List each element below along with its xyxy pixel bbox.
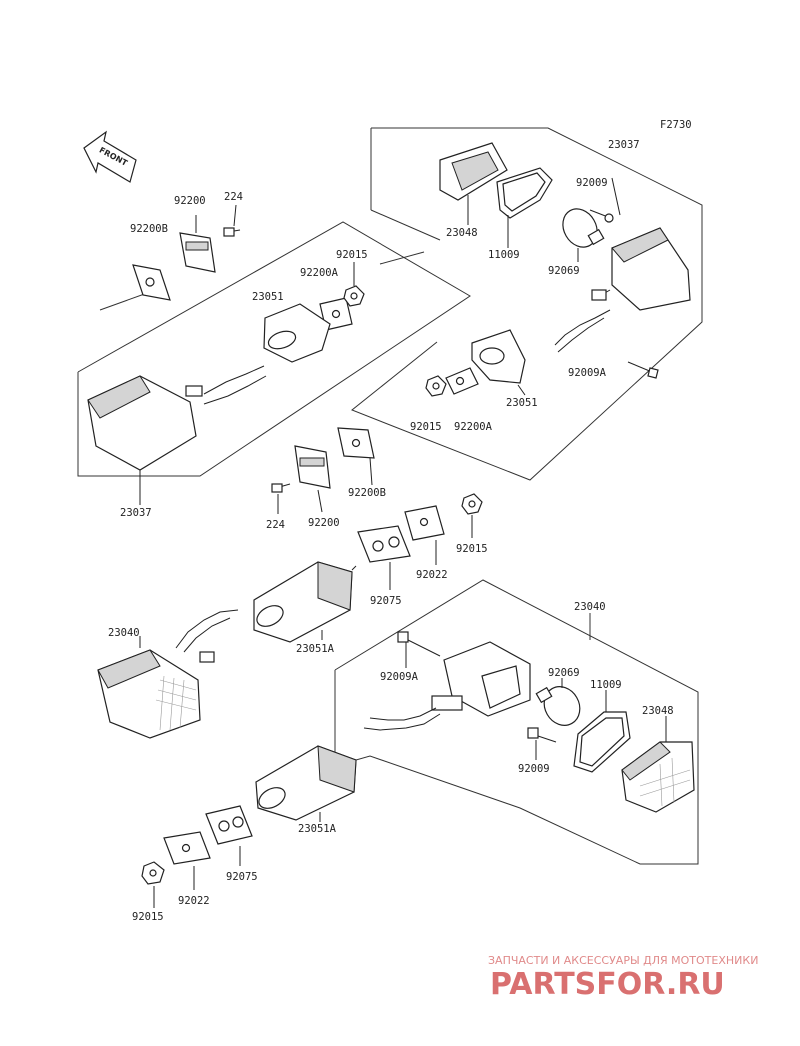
watermark-brand: PARTSFOR.RU: [490, 967, 725, 1002]
bolt-224-mid: [271, 483, 291, 514]
figure-code: F2730: [660, 119, 692, 131]
callout-23051A-mid: 23051A: [296, 643, 335, 655]
housing-23037-upper: [554, 177, 691, 353]
callout-92015-mid: 92015: [336, 249, 368, 261]
callout-23051-upper: 23051: [506, 397, 538, 409]
callout-92015-upper: 92015: [410, 421, 442, 433]
callout-224-upper: 224: [224, 191, 243, 203]
callout-92009A-lower: 92009A: [380, 671, 419, 683]
callout-92009-lower: 92009: [518, 763, 550, 775]
callout-23051-mid: 23051: [252, 291, 284, 303]
signal-23040-left: [97, 609, 239, 739]
callout-92200A-mid: 92200A: [300, 267, 339, 279]
lens-23048-upper: [439, 142, 508, 225]
frame-upper-right: [351, 127, 703, 481]
callout-23040-lower: 23040: [574, 601, 606, 613]
callout-92200B-mid: 92200B: [348, 487, 386, 499]
frame-upper-left: [77, 221, 471, 477]
frame-lower-right: [334, 579, 699, 865]
callout-92075-mid: 92075: [370, 595, 402, 607]
nut-92015-lower: [141, 861, 165, 908]
stay-23051A-mid: [253, 561, 357, 643]
plate-92200B-upper: [132, 264, 171, 301]
stay-23051A-lower: [255, 745, 357, 822]
lens-grid-lower: [639, 757, 691, 807]
housing-23037-left: [87, 365, 267, 505]
bulb-92069-upper: [562, 208, 605, 262]
callout-92009A-upper: 92009A: [568, 367, 607, 379]
bulb-92069-lower: [535, 678, 581, 726]
lens-23048-lower: [621, 716, 695, 813]
bracket-23051-mid: [263, 303, 331, 363]
nut-92015-right: [461, 493, 483, 538]
callout-23048-upper: 23048: [446, 227, 478, 239]
screw-92009-lower: [527, 727, 557, 760]
damper-92075-lower: [205, 805, 253, 866]
bracket-92200-mid: [294, 445, 331, 513]
nut-92015-mid: [343, 262, 365, 307]
damper-92075-mid: [357, 525, 411, 590]
callout-92200-mid: 92200: [308, 517, 340, 529]
callout-11009-lower: 11009: [590, 679, 622, 691]
lens-grid-left: [155, 675, 197, 731]
callout-23040-left: 23040: [108, 627, 140, 639]
screw-92009-upper: [589, 209, 614, 223]
callout-92022-lower: 92022: [178, 895, 210, 907]
nut-92015-upper: [425, 375, 447, 397]
callout-92069-lower: 92069: [548, 667, 580, 679]
callout-23037-left: 23037: [120, 507, 152, 519]
callout-23051A-lower: 23051A: [298, 823, 337, 835]
gasket-11009-upper: [496, 167, 553, 248]
plate-92022-mid: [404, 505, 445, 565]
callout-92009-upper: 92009: [576, 177, 608, 189]
callout-92200B-upper: 92200B: [130, 223, 168, 235]
watermark-tagline: ЗАПЧАСТИ И АКСЕССУАРЫ ДЛЯ МОТОТЕХНИКИ: [488, 954, 758, 967]
screw-92009A-upper: [627, 361, 659, 379]
plate-92022-lower: [163, 831, 211, 890]
callout-23037-upper: 23037: [608, 139, 640, 151]
bracket-23051-upper: [471, 329, 526, 396]
plate-92200A-upper: [445, 367, 479, 395]
bolt-224-upper: [223, 204, 241, 237]
screw-92009A-lower: [397, 631, 441, 668]
plate-92200B-mid: [337, 427, 375, 486]
front-arrow-icon: FRONT: [83, 130, 137, 183]
callout-23048-lower: 23048: [642, 705, 674, 717]
callout-224-mid: 224: [266, 519, 285, 531]
callout-92015-lower: 92015: [132, 911, 164, 923]
callout-92015-right: 92015: [456, 543, 488, 555]
bracket-92200-upper: [179, 215, 216, 273]
gasket-11009-lower: [573, 690, 631, 773]
watermark: ЗАПЧАСТИ И АКСЕССУАРЫ ДЛЯ МОТОТЕХНИКИ PA…: [488, 954, 758, 1002]
callout-92200-upper: 92200: [174, 195, 206, 207]
callout-92200A-upper: 92200A: [454, 421, 493, 433]
callout-11009-upper: 11009: [488, 249, 520, 261]
callout-92069-upper: 92069: [548, 265, 580, 277]
housing-23040-lower: [363, 641, 531, 731]
callout-92022-mid: 92022: [416, 569, 448, 581]
callout-92075-lower: 92075: [226, 871, 258, 883]
